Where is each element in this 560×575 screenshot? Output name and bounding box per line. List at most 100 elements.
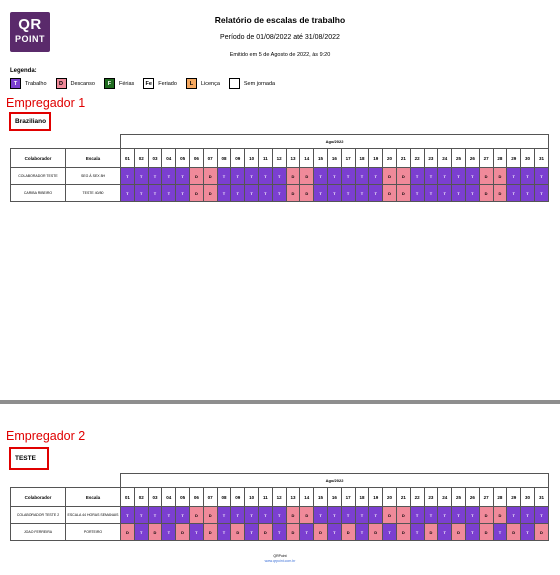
legend-label-holiday: Feriado xyxy=(158,80,177,87)
day-cell: T xyxy=(533,506,550,524)
day-cell: T xyxy=(175,167,190,185)
col-header-day: 28 xyxy=(492,148,508,168)
day-cell: T xyxy=(437,523,453,541)
col-header-day: 28 xyxy=(492,487,508,507)
employee-cell: COLABORADOR TESTE xyxy=(10,167,66,185)
day-cell: T xyxy=(464,506,480,524)
day-cell: D xyxy=(478,506,494,524)
day-cell: T xyxy=(326,523,342,541)
blank-cell xyxy=(66,474,121,488)
col-header-day: 16 xyxy=(326,148,342,168)
col-header-day: 23 xyxy=(423,148,439,168)
day-cell: T xyxy=(133,167,149,185)
day-cell: T xyxy=(133,506,149,524)
col-header-day: 16 xyxy=(326,487,342,507)
col-header-day: 05 xyxy=(175,487,190,507)
schedule-cell: PORTEIRO xyxy=(65,523,121,541)
day-cell: T xyxy=(464,523,480,541)
day-cell: T xyxy=(409,506,425,524)
day-cell: T xyxy=(147,506,163,524)
col-header-day: 15 xyxy=(313,148,328,168)
legend-title: Legenda: xyxy=(10,68,37,74)
day-cell: T xyxy=(271,506,287,524)
day-cell: T xyxy=(244,506,259,524)
col-header-day: 22 xyxy=(409,148,425,168)
logo-line1: QR xyxy=(18,16,42,33)
day-cell: T xyxy=(409,184,425,202)
day-cell: T xyxy=(133,184,149,202)
employee-cell: CARIBA RIBEIRO xyxy=(10,184,66,202)
col-header-day: 19 xyxy=(368,148,384,168)
report-footer: QRPoint www.qrpoint.com.br xyxy=(0,554,560,564)
day-cell: T xyxy=(175,506,190,524)
day-cell: T xyxy=(451,167,466,185)
day-cell: D xyxy=(202,506,218,524)
col-header-day: 29 xyxy=(506,487,522,507)
day-cell: T xyxy=(244,167,259,185)
day-cell: T xyxy=(506,184,522,202)
col-header-day: 25 xyxy=(451,148,466,168)
col-header-day: 26 xyxy=(464,148,480,168)
day-cell: T xyxy=(437,167,453,185)
employer-name-box: Braziliano xyxy=(9,112,51,131)
day-cell: D xyxy=(188,506,204,524)
day-cell: T xyxy=(147,167,163,185)
day-cell: T xyxy=(409,523,425,541)
schedule-cell: SEG À SEX 8H xyxy=(65,167,121,185)
day-cell: T xyxy=(464,167,480,185)
employee-cell: JOAO FERREIRA xyxy=(10,523,66,541)
day-cell: T xyxy=(271,523,287,541)
day-cell: T xyxy=(161,167,177,185)
day-cell: T xyxy=(271,167,287,185)
col-header-day: 01 xyxy=(120,487,135,507)
day-cell: T xyxy=(533,167,550,185)
col-header-day: 03 xyxy=(147,487,163,507)
day-cell: T xyxy=(354,167,370,185)
legend-item-no-schedule: Sem jornada xyxy=(228,78,275,89)
day-cell: D xyxy=(175,523,190,541)
day-cell: T xyxy=(520,167,535,185)
employer-annotation: Empregador 1 xyxy=(6,96,86,110)
col-header-day: 25 xyxy=(451,487,466,507)
day-cell: D xyxy=(382,506,397,524)
legend-swatch-leave: L xyxy=(185,78,197,89)
day-cell: T xyxy=(133,523,149,541)
legend-item-holiday: Fe Feriado xyxy=(143,78,177,89)
day-cell: T xyxy=(368,184,384,202)
col-header-day: 21 xyxy=(395,487,411,507)
day-cell: T xyxy=(299,523,315,541)
legend-label-vacation: Férias xyxy=(118,80,135,87)
col-header-schedule: Escala xyxy=(65,487,121,507)
col-header-day: 18 xyxy=(354,148,370,168)
employee-cell: COLABORADOR TESTE 2 xyxy=(10,506,66,524)
day-cell: D xyxy=(368,523,384,541)
month-header: Ago/2022 xyxy=(119,134,550,149)
col-header-day: 05 xyxy=(175,148,190,168)
legend-label-rest: Descanso xyxy=(70,80,95,87)
day-cell: D xyxy=(188,167,204,185)
day-cell: T xyxy=(506,506,522,524)
day-cell: T xyxy=(120,167,135,185)
blank-cell xyxy=(11,474,66,488)
col-header-day: 10 xyxy=(244,487,259,507)
day-cell: T xyxy=(313,167,328,185)
day-cell: T xyxy=(437,506,453,524)
day-cell: T xyxy=(120,506,135,524)
legend-item-leave: L Licença xyxy=(185,78,220,89)
day-cell: T xyxy=(326,184,342,202)
col-header-schedule: Escala xyxy=(65,148,121,168)
day-cell: T xyxy=(175,184,190,202)
report-emitted: Emitido em 5 de Agosto de 2022, às 9:20 xyxy=(229,52,331,58)
col-header-day: 27 xyxy=(478,148,494,168)
day-cell: D xyxy=(230,523,246,541)
col-header-day: 10 xyxy=(244,148,259,168)
legend-item-vacation: F Férias xyxy=(103,78,135,89)
schedule-cell: TESTE 40/80 xyxy=(65,184,121,202)
